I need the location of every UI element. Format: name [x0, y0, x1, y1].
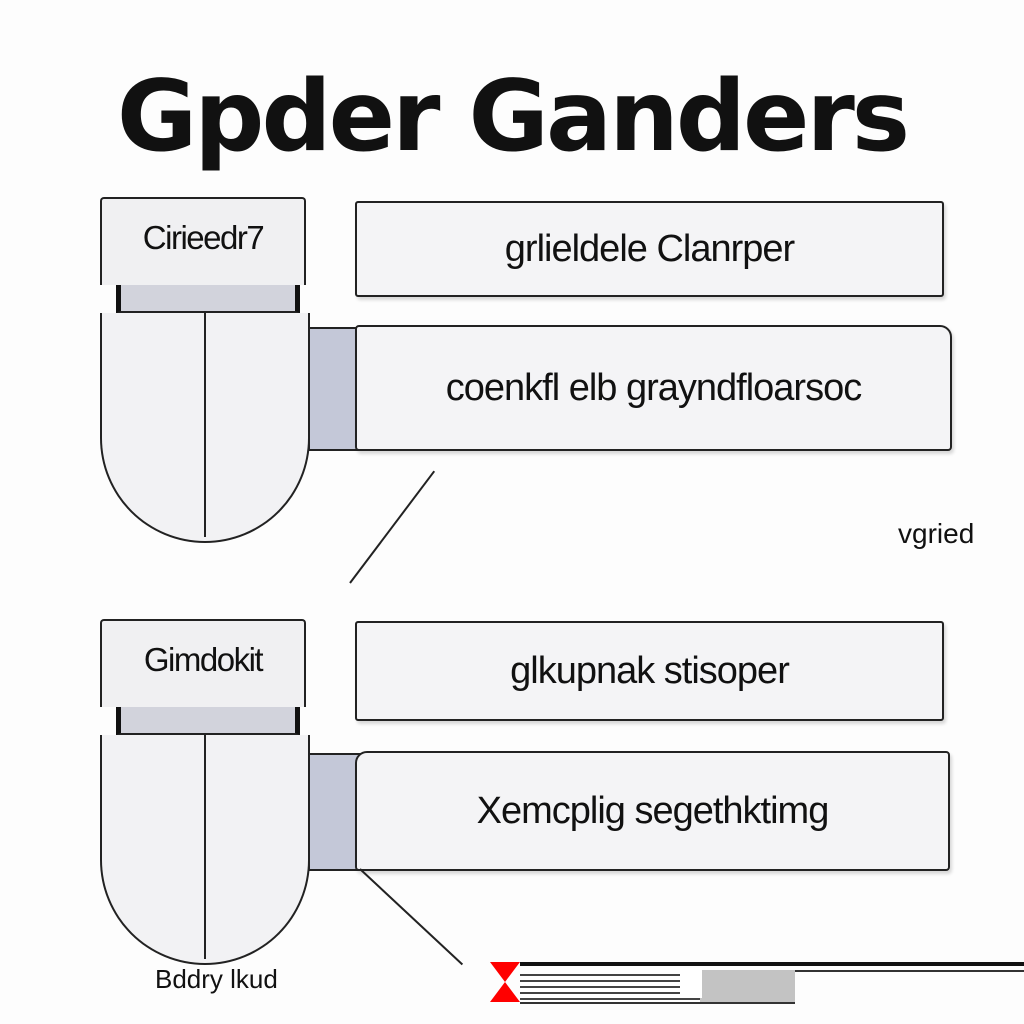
slider-thumb[interactable]	[680, 968, 702, 998]
shield-cap	[100, 619, 306, 707]
shield-divider	[204, 735, 206, 959]
shield-panel-1: Cirieedr7	[100, 197, 310, 547]
connector-line-1	[349, 470, 436, 584]
header-box-1[interactable]: grlieldele Clanrper	[355, 201, 944, 297]
slider-filled-region	[520, 970, 700, 1002]
bottom-label: Bddry lkud	[155, 964, 278, 994]
shield-band	[116, 285, 300, 313]
side-note: vgried	[898, 518, 975, 549]
header-box-2[interactable]: glkupnak stisoper	[355, 621, 944, 721]
content-box-2[interactable]: Xemcplig segethktimg	[355, 751, 950, 871]
content-box-1[interactable]: coenkfl elb grayndfloarsoc	[355, 325, 952, 451]
shield-label: Gimdokit	[143, 641, 264, 678]
hourglass-marker-icon	[490, 962, 520, 1002]
slider[interactable]	[490, 962, 1024, 1006]
slider-bottom-edge	[520, 1002, 795, 1004]
shield-panel-2: Gimdokit	[100, 619, 310, 969]
shield-band	[116, 707, 300, 735]
slider-remaining-region	[700, 970, 795, 1002]
shield-cap	[100, 197, 306, 285]
shield-label: Cirieedr7	[142, 219, 265, 256]
slider-track	[520, 962, 1024, 966]
diagram-title: Gpder Ganders	[116, 60, 910, 174]
connector-line-2	[359, 868, 464, 966]
shield-divider	[204, 313, 206, 537]
